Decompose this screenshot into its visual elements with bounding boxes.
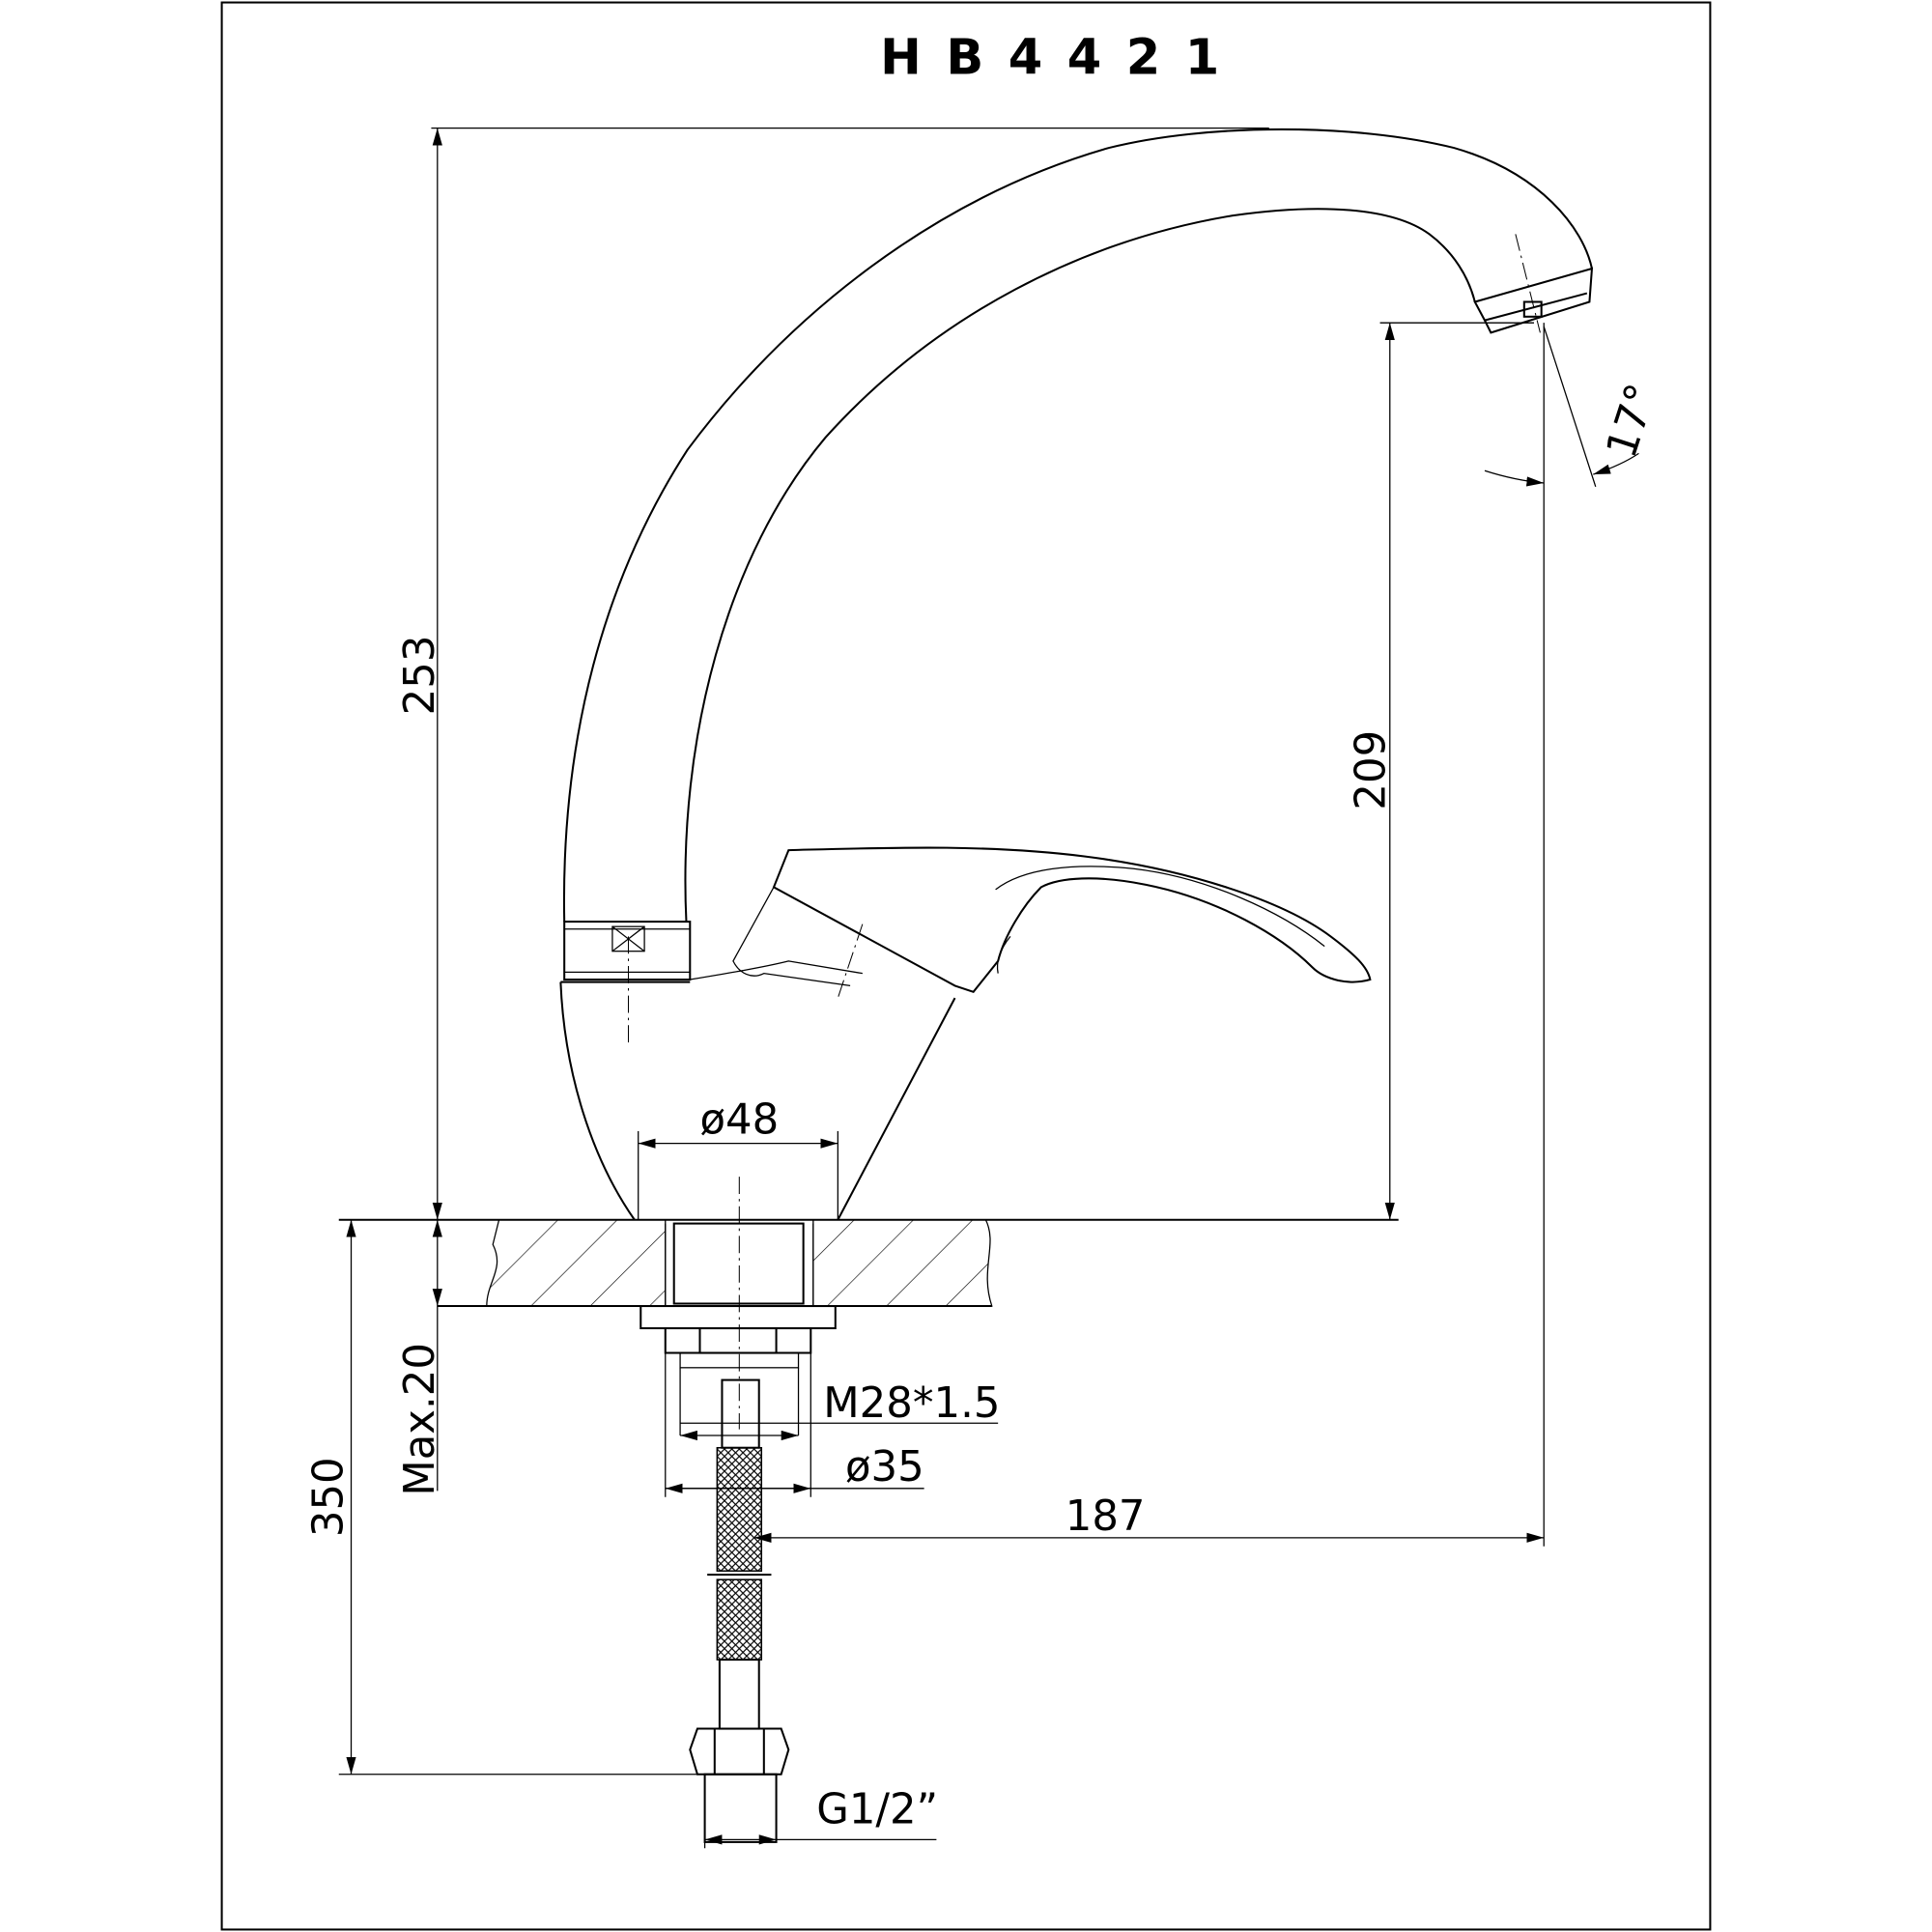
dim-mount-diameter: ø35 bbox=[845, 1443, 924, 1492]
lever-handle[interactable] bbox=[690, 846, 1372, 999]
dim-base-diameter: ø48 bbox=[699, 1095, 779, 1144]
dim-spout-height: 209 bbox=[1348, 730, 1396, 810]
spout bbox=[562, 128, 1594, 923]
dim-overall-height: 253 bbox=[396, 636, 444, 716]
base-ring bbox=[563, 921, 692, 981]
model-title: HB4421 bbox=[880, 30, 1244, 87]
dim-spout-angle: 17° bbox=[1598, 378, 1666, 464]
countertop-section bbox=[338, 1218, 1399, 1308]
dim-connection: G1/2” bbox=[816, 1786, 938, 1834]
faucet-body bbox=[559, 936, 956, 1221]
dim-max-counter-thickness: Max.20 bbox=[396, 1343, 444, 1496]
dim-spout-reach: 187 bbox=[1065, 1492, 1146, 1541]
mounting-hardware bbox=[639, 1177, 837, 1843]
dimension-lines bbox=[338, 128, 1639, 1849]
dim-thread: M28*1.5 bbox=[823, 1379, 1000, 1428]
hex-nut bbox=[689, 1727, 790, 1776]
dim-hose-length: 350 bbox=[305, 1457, 354, 1537]
braided-hose bbox=[716, 1446, 763, 1573]
frame-border bbox=[220, 1, 1712, 1931]
